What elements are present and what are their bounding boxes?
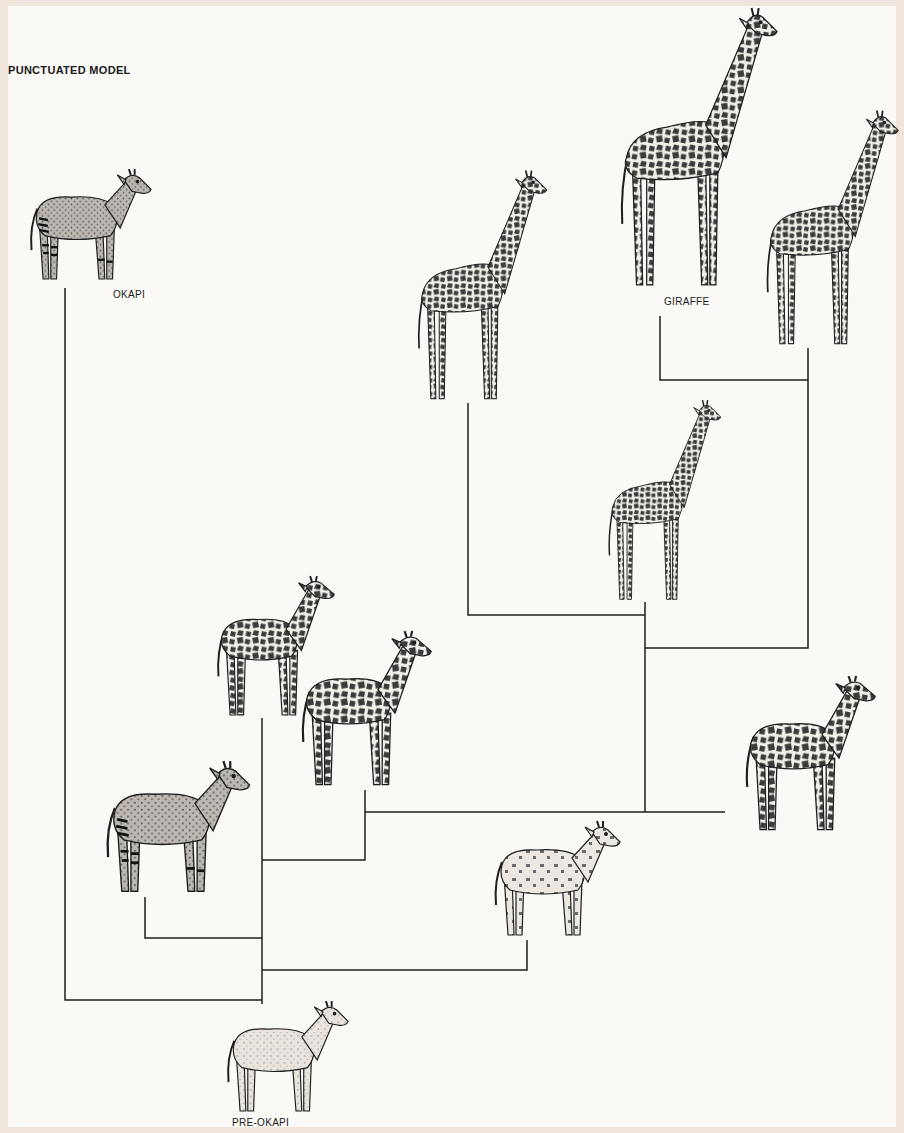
tree-lines	[65, 288, 808, 1004]
diagram-title: PUNCTUATED MODEL	[8, 64, 131, 76]
page-ground	[8, 6, 896, 1127]
ancestor-figure	[108, 761, 250, 891]
species-label: OKAPI	[113, 289, 145, 300]
giraffid-figure	[303, 631, 431, 785]
species-label: GIRAFFE	[664, 296, 709, 307]
okapi-stripes	[38, 218, 112, 261]
giraffe-figure	[768, 111, 899, 344]
giraffid-figure	[747, 676, 875, 830]
pre-okapi-figure	[228, 1001, 348, 1111]
ancestor-stripes	[116, 819, 204, 870]
animal-figures	[31, 8, 898, 1111]
species-label: PRE-OKAPI	[232, 1117, 289, 1128]
giraffid-figure	[609, 400, 721, 599]
giraffid-figure	[419, 171, 547, 399]
giraffe-figure	[622, 8, 777, 285]
okapi-figure	[31, 169, 151, 279]
ancestor-figure	[496, 821, 620, 935]
